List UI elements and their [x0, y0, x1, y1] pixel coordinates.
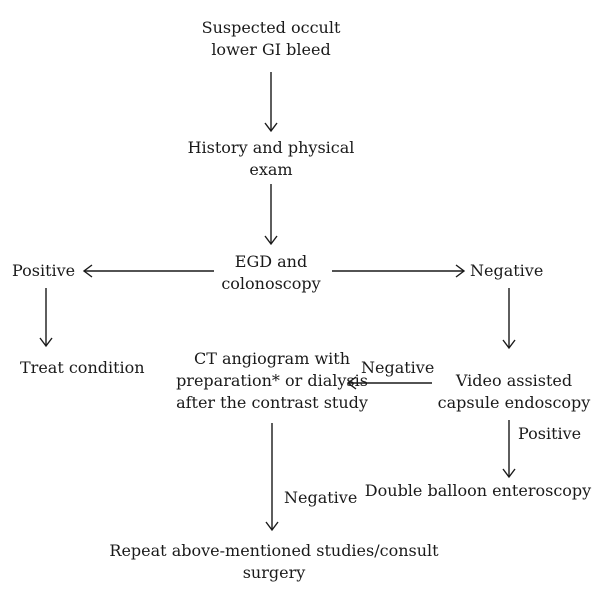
arrow-start-to-history	[264, 72, 278, 133]
node-double-balloon: Double balloon enteroscopy	[360, 480, 596, 502]
node-text-line: preparation* or dialysis	[176, 371, 368, 390]
edge-label-capsule-to-ct: Negative	[361, 358, 435, 377]
arrow-capsule-to-balloon	[502, 420, 516, 479]
node-capsule-endoscopy: Video assisted capsule endoscopy	[434, 370, 594, 414]
node-treat-condition: Treat condition	[20, 357, 150, 379]
arrow-history-to-egd	[264, 184, 278, 246]
node-text-line: Positive	[12, 261, 76, 280]
node-text-line: Video assisted	[455, 371, 573, 390]
node-text-line: capsule endoscopy	[437, 393, 591, 412]
node-text-line: EGD and	[234, 252, 308, 271]
arrow-positive-to-treat	[39, 288, 53, 348]
node-suspected-bleed: Suspected occult lower GI bleed	[181, 17, 361, 61]
arrow-egd-to-positive	[82, 264, 214, 278]
node-text-line: after the contrast study	[176, 393, 368, 412]
arrow-negative-to-capsule	[502, 288, 516, 350]
node-text-line: surgery	[242, 563, 306, 582]
edge-label-ct-to-repeat: Negative	[284, 488, 358, 507]
node-text-line: CT angiogram with	[193, 349, 351, 368]
node-ct-angiogram: CT angiogram with preparation* or dialys…	[152, 348, 392, 414]
node-text-line: Double balloon enteroscopy	[364, 481, 592, 500]
node-egd-colonoscopy: EGD and colonoscopy	[201, 251, 341, 295]
arrow-capsule-to-ct	[346, 376, 432, 390]
node-text-line: exam	[249, 160, 293, 179]
arrow-ct-to-repeat	[265, 423, 279, 532]
node-positive: Positive	[12, 260, 82, 282]
node-text-line: colonoscopy	[221, 274, 321, 293]
node-text-line: History and physical	[187, 138, 355, 157]
node-history-exam: History and physical exam	[171, 137, 371, 181]
node-repeat-studies: Repeat above-mentioned studies/consult s…	[104, 540, 444, 584]
arrow-egd-to-negative	[332, 264, 466, 278]
edge-label-capsule-to-balloon: Positive	[518, 424, 582, 443]
node-text-line: lower GI bleed	[211, 40, 331, 59]
node-text-line: Repeat above-mentioned studies/consult	[109, 541, 439, 560]
node-text-line: Suspected occult	[201, 18, 341, 37]
node-text-line: Negative	[470, 261, 544, 280]
node-negative: Negative	[470, 260, 550, 282]
node-text-line: Treat condition	[20, 358, 145, 377]
